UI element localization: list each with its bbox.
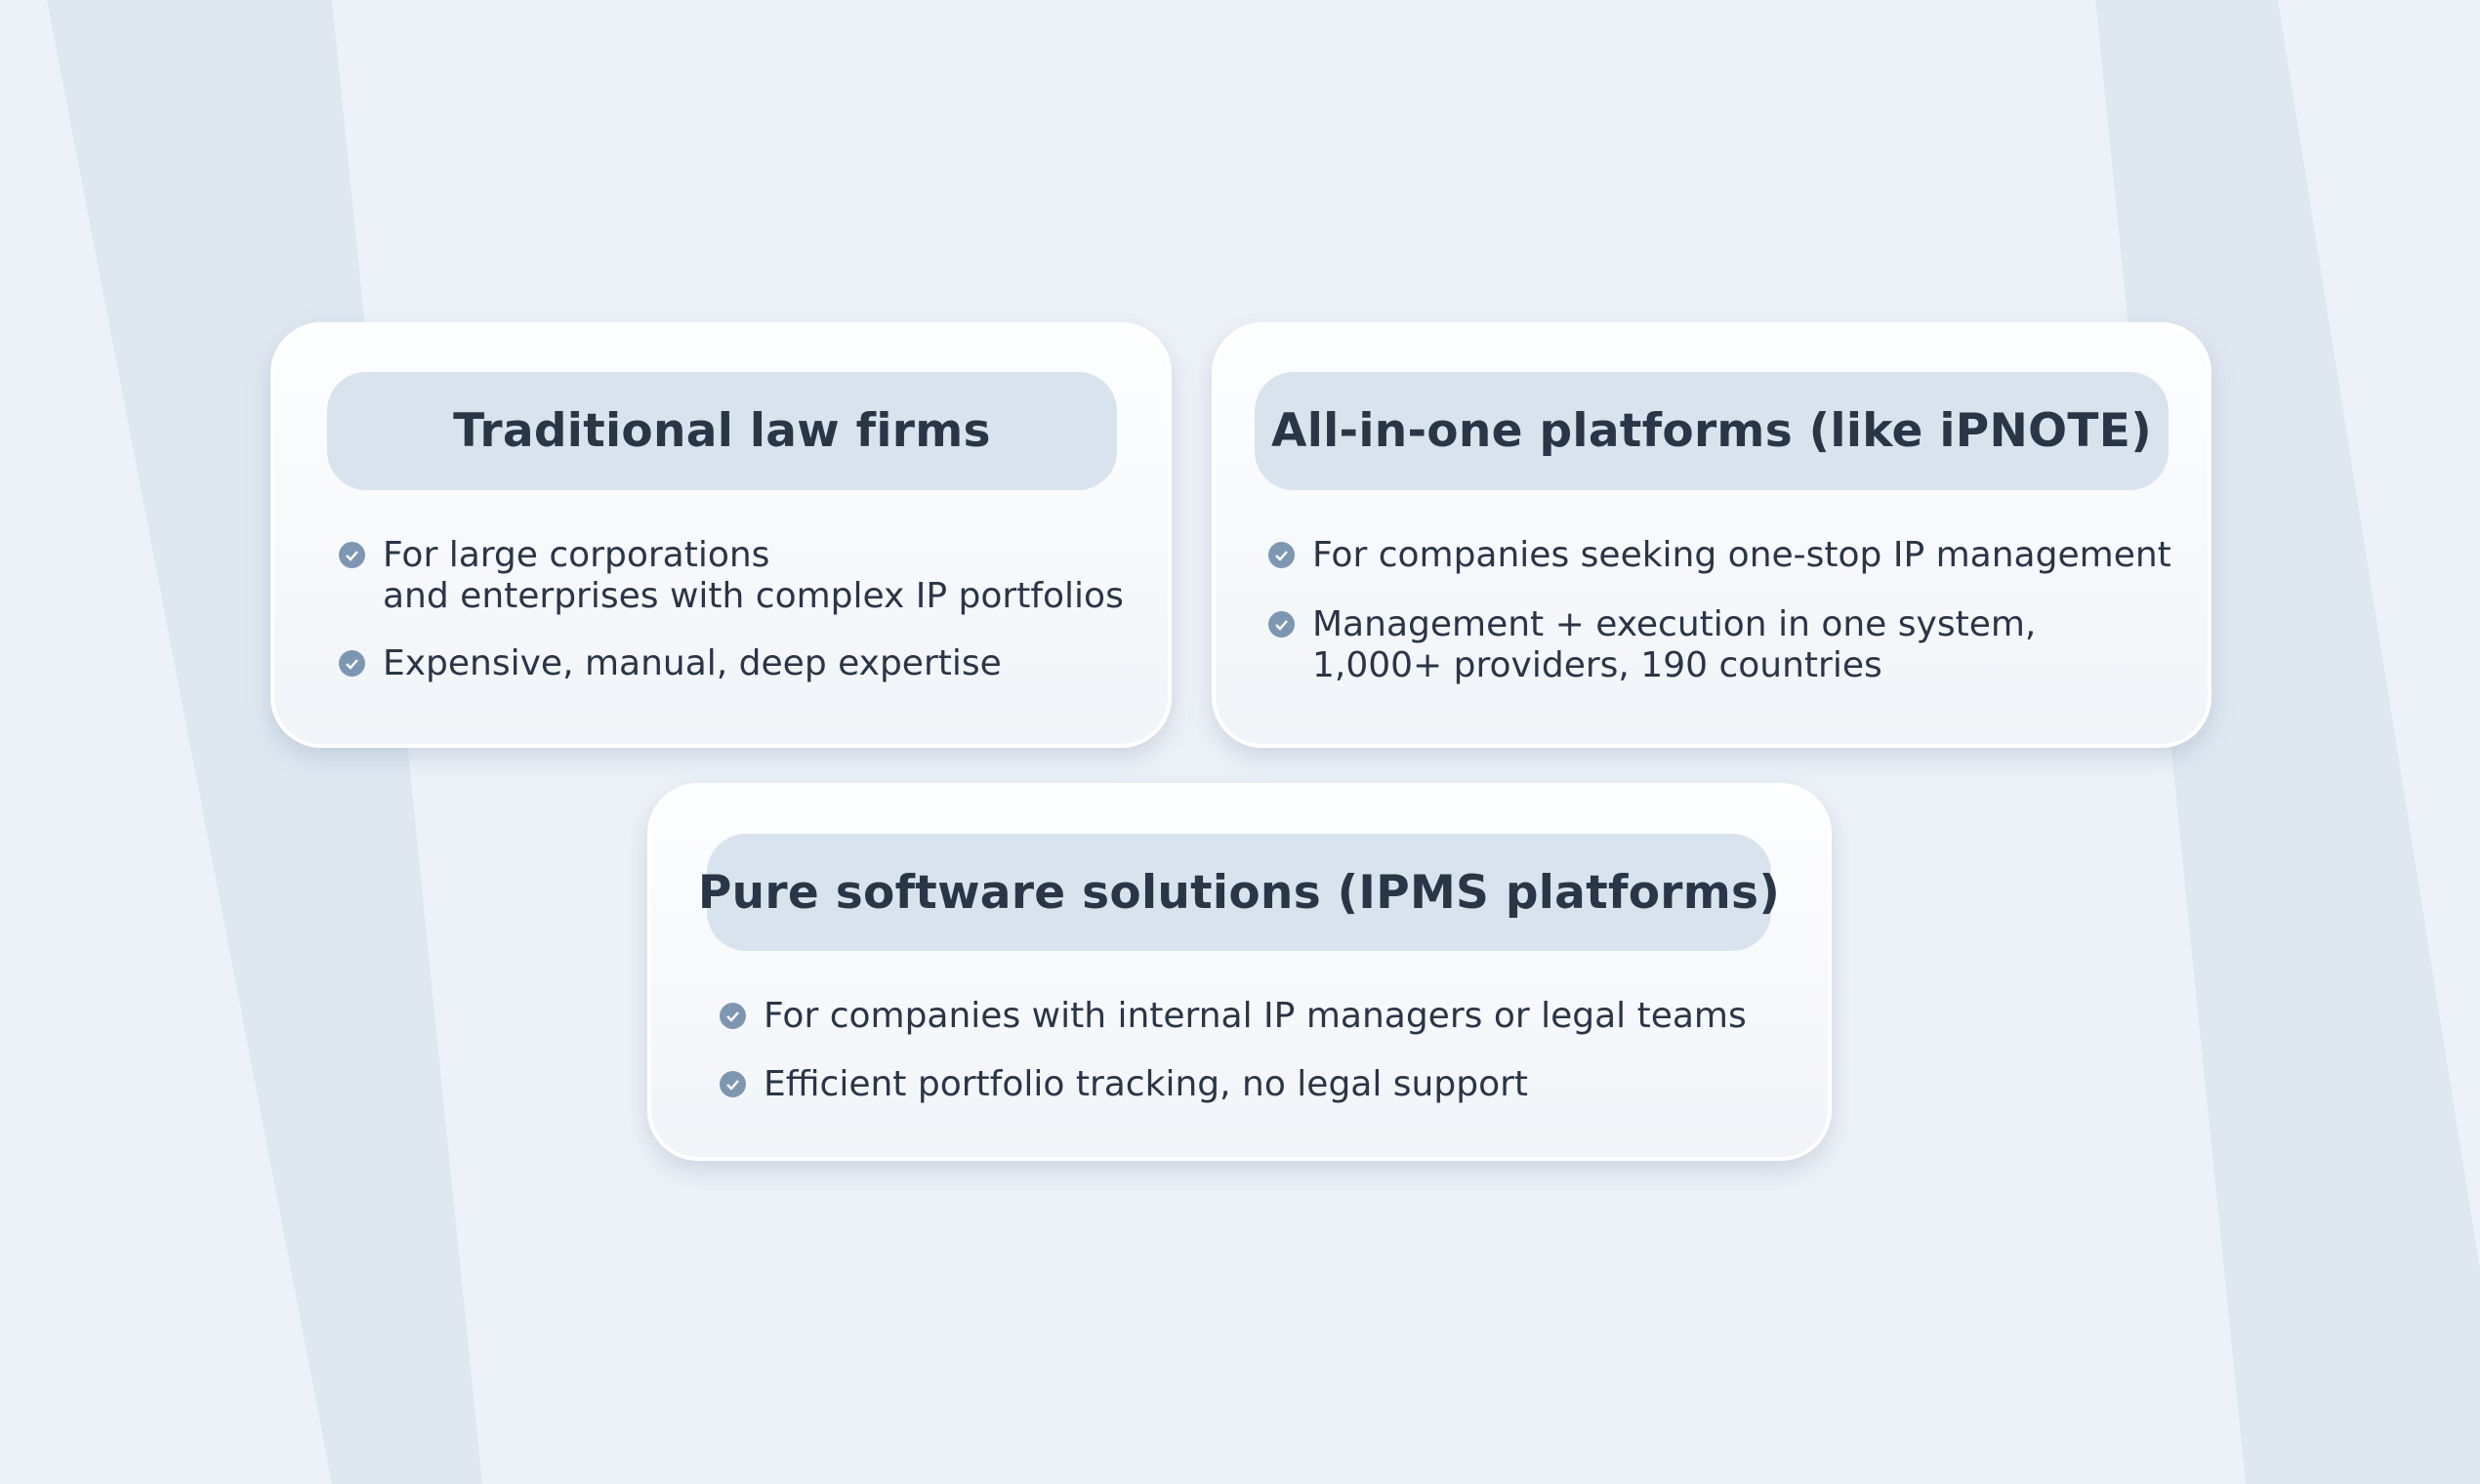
bullet-item: Management + execution in one system,1,0… [1268,604,2036,686]
bullet-text: Management + execution in one system, [1312,604,2037,644]
card-traditional-law-firms: Traditional law firms For large corporat… [270,322,1172,748]
card-all-in-one-platforms: All-in-one platforms (like iPNOTE) For c… [1212,322,2211,748]
card-title: Traditional law firms [327,372,1117,490]
bullet-item: Expensive, manual, deep expertise [339,643,1002,684]
check-circle-icon [720,1003,746,1029]
left-stripe [47,0,482,1484]
check-circle-icon [339,650,365,677]
bullet-item: Efficient portfolio tracking, no legal s… [720,1064,1528,1105]
check-circle-icon [720,1071,746,1097]
bullet-item: For companies with internal IP managers … [720,996,1747,1037]
bullet-text: For large corporations [383,535,770,575]
card-title: All-in-one platforms (like iPNOTE) [1255,372,2169,490]
bullet-text: Efficient portfolio tracking, no legal s… [764,1064,1529,1104]
bullet-text: Expensive, manual, deep expertise [383,643,1002,683]
check-circle-icon [339,542,365,568]
bullet-text: For companies seeking one-stop IP manage… [1312,535,2171,575]
card-pure-software-solutions: Pure software solutions (IPMS platforms)… [647,783,1832,1161]
bullet-text: For companies with internal IP managers … [764,996,1747,1036]
bullet-item: For companies seeking one-stop IP manage… [1268,535,2171,576]
check-circle-icon [1268,611,1295,638]
bullet-text: 1,000+ providers, 190 countries [1312,645,1882,685]
card-title: Pure software solutions (IPMS platforms) [698,834,1780,951]
bullet-text: and enterprises with complex IP portfoli… [383,576,1124,616]
check-circle-icon [1268,542,1295,568]
